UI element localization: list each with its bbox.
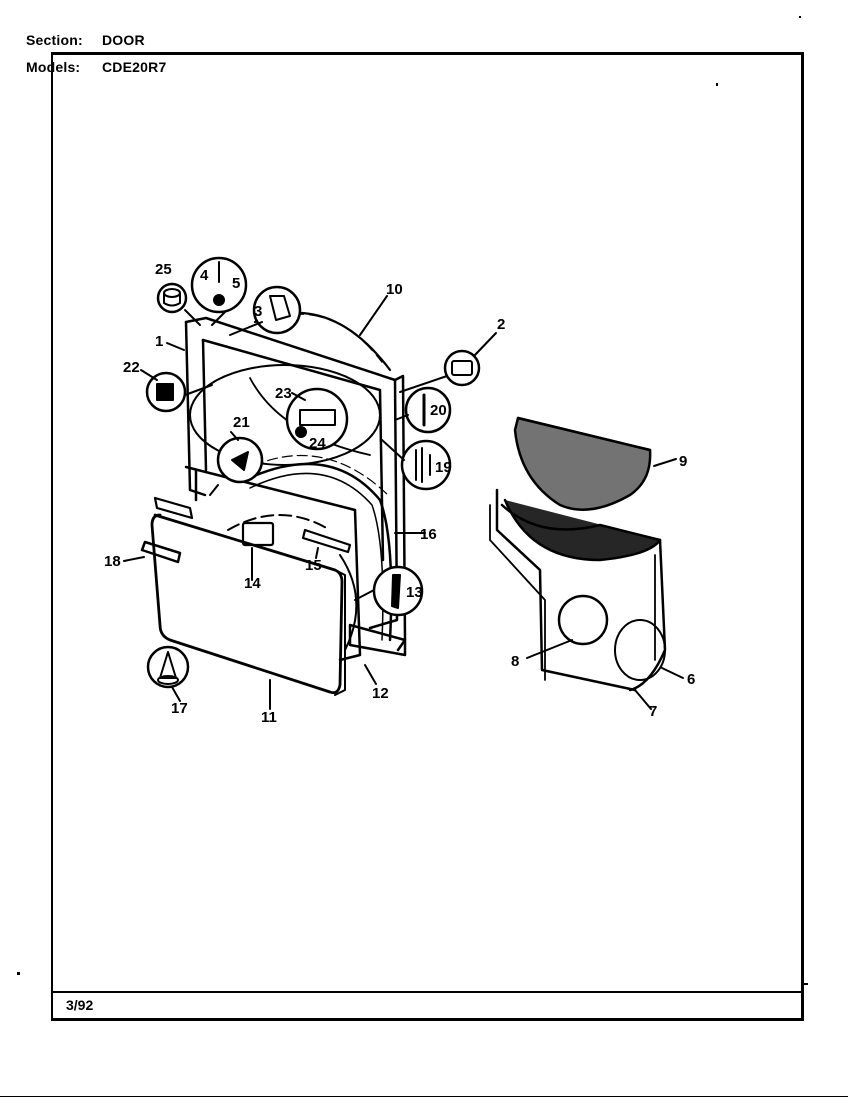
callout-3: 3 xyxy=(254,303,262,320)
callout-20: 20 xyxy=(430,402,447,419)
callout-12: 12 xyxy=(372,685,389,702)
callout-13: 13 xyxy=(406,584,423,601)
models-header: Models: CDE20R7 xyxy=(26,59,166,75)
scan-specks xyxy=(17,16,808,985)
callout-11: 11 xyxy=(261,709,277,726)
callout-14: 14 xyxy=(244,575,261,592)
page-bottom-rule xyxy=(0,1096,848,1097)
callout-4: 4 xyxy=(200,267,209,284)
logo-plate-part xyxy=(241,521,275,547)
diagram-frame xyxy=(51,52,804,1021)
callout-9: 9 xyxy=(679,453,687,470)
models-label: Models: xyxy=(26,59,81,75)
models-value: CDE20R7 xyxy=(102,59,167,75)
callout-10: 10 xyxy=(386,281,403,298)
leader-lines xyxy=(123,295,684,710)
callout-16: 16 xyxy=(420,526,437,543)
door-handle-part xyxy=(140,540,182,564)
callout-17: 17 xyxy=(171,700,188,717)
callout-1: 1 xyxy=(155,333,163,350)
section-header: Section: DOOR xyxy=(26,32,145,48)
section-label: Section: xyxy=(26,32,83,48)
callout-18: 18 xyxy=(104,553,121,570)
callout-6: 6 xyxy=(687,671,695,688)
callout-24: 24 xyxy=(309,435,326,452)
section-value: DOOR xyxy=(102,32,145,48)
filter-housing-part xyxy=(489,488,667,692)
callout-2: 2 xyxy=(497,316,505,333)
footer-divider xyxy=(51,991,802,993)
door-inner-panel-part xyxy=(184,465,407,662)
callout-glyphs xyxy=(156,261,473,685)
lint-filter-part xyxy=(513,416,652,511)
callout-21: 21 xyxy=(233,414,250,431)
callout-23: 23 xyxy=(275,385,292,402)
callout-19: 19 xyxy=(435,459,452,476)
outer-door-part xyxy=(150,513,346,696)
callout-8: 8 xyxy=(511,653,519,670)
door-strip-part xyxy=(153,496,352,554)
callout-15: 15 xyxy=(305,557,322,574)
callout-5: 5 xyxy=(232,275,240,292)
date-code: 3/92 xyxy=(66,997,94,1013)
callout-25: 25 xyxy=(155,261,172,278)
callout-7: 7 xyxy=(649,703,657,720)
callout-labels: 25 4 5 3 10 2 1 22 23 20 21 24 19 9 16 1… xyxy=(104,261,695,726)
callout-22: 22 xyxy=(123,359,140,376)
